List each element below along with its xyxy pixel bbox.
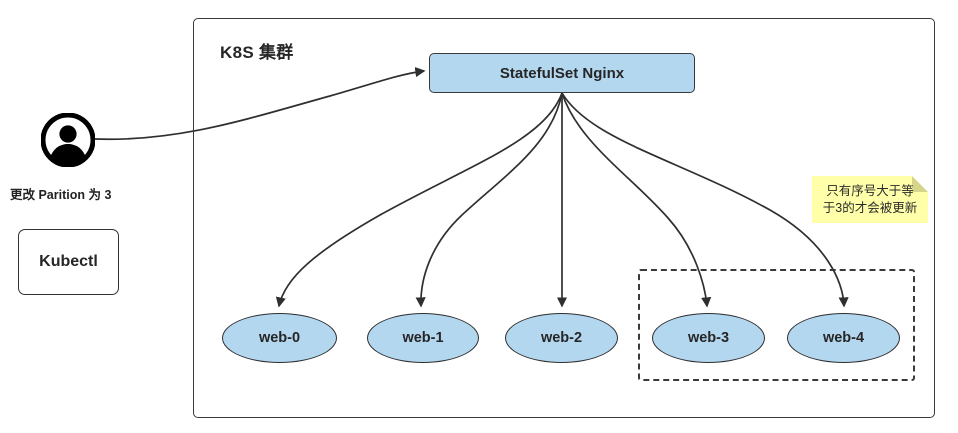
- edge-user-to-statefulset: [94, 67, 426, 141]
- pod-label: web-1: [402, 330, 444, 346]
- kubectl-node[interactable]: Kubectl: [18, 229, 119, 295]
- statefulset-node[interactable]: StatefulSet Nginx: [429, 53, 695, 93]
- pod-web-1[interactable]: web-1: [367, 313, 479, 363]
- cluster-title: K8S 集群: [220, 43, 294, 62]
- pod-label: web-2: [540, 330, 583, 346]
- pod-web-4[interactable]: web-4: [787, 313, 900, 363]
- sticky-note-shape: [812, 176, 928, 223]
- edge-statefulset-to-web-1: [415, 92, 563, 308]
- edge-statefulset-to-web-4: [561, 92, 849, 308]
- partition-group-dashed-box: [638, 269, 915, 381]
- sticky-note-text: 只有序号大于等 于3的才会被更新: [822, 183, 918, 215]
- actor-caption: 更改 Parition 为 3: [10, 188, 112, 202]
- pod-label: web-3: [687, 330, 730, 346]
- edge-statefulset-to-web-3: [561, 92, 712, 308]
- pod-label: web-4: [822, 330, 865, 346]
- user-avatar-icon: [41, 113, 95, 167]
- pod-label: web-0: [258, 330, 301, 346]
- k8s-cluster-container: [193, 18, 935, 418]
- pod-web-3[interactable]: web-3: [652, 313, 765, 363]
- edge-statefulset-to-web-0: [275, 92, 563, 308]
- pod-web-2[interactable]: web-2: [505, 313, 618, 363]
- pod-web-0[interactable]: web-0: [222, 313, 337, 363]
- sticky-note: 只有序号大于等 于3的才会被更新: [812, 176, 928, 223]
- kubectl-label: Kubectl: [39, 253, 98, 270]
- statefulset-label: StatefulSet Nginx: [499, 64, 625, 82]
